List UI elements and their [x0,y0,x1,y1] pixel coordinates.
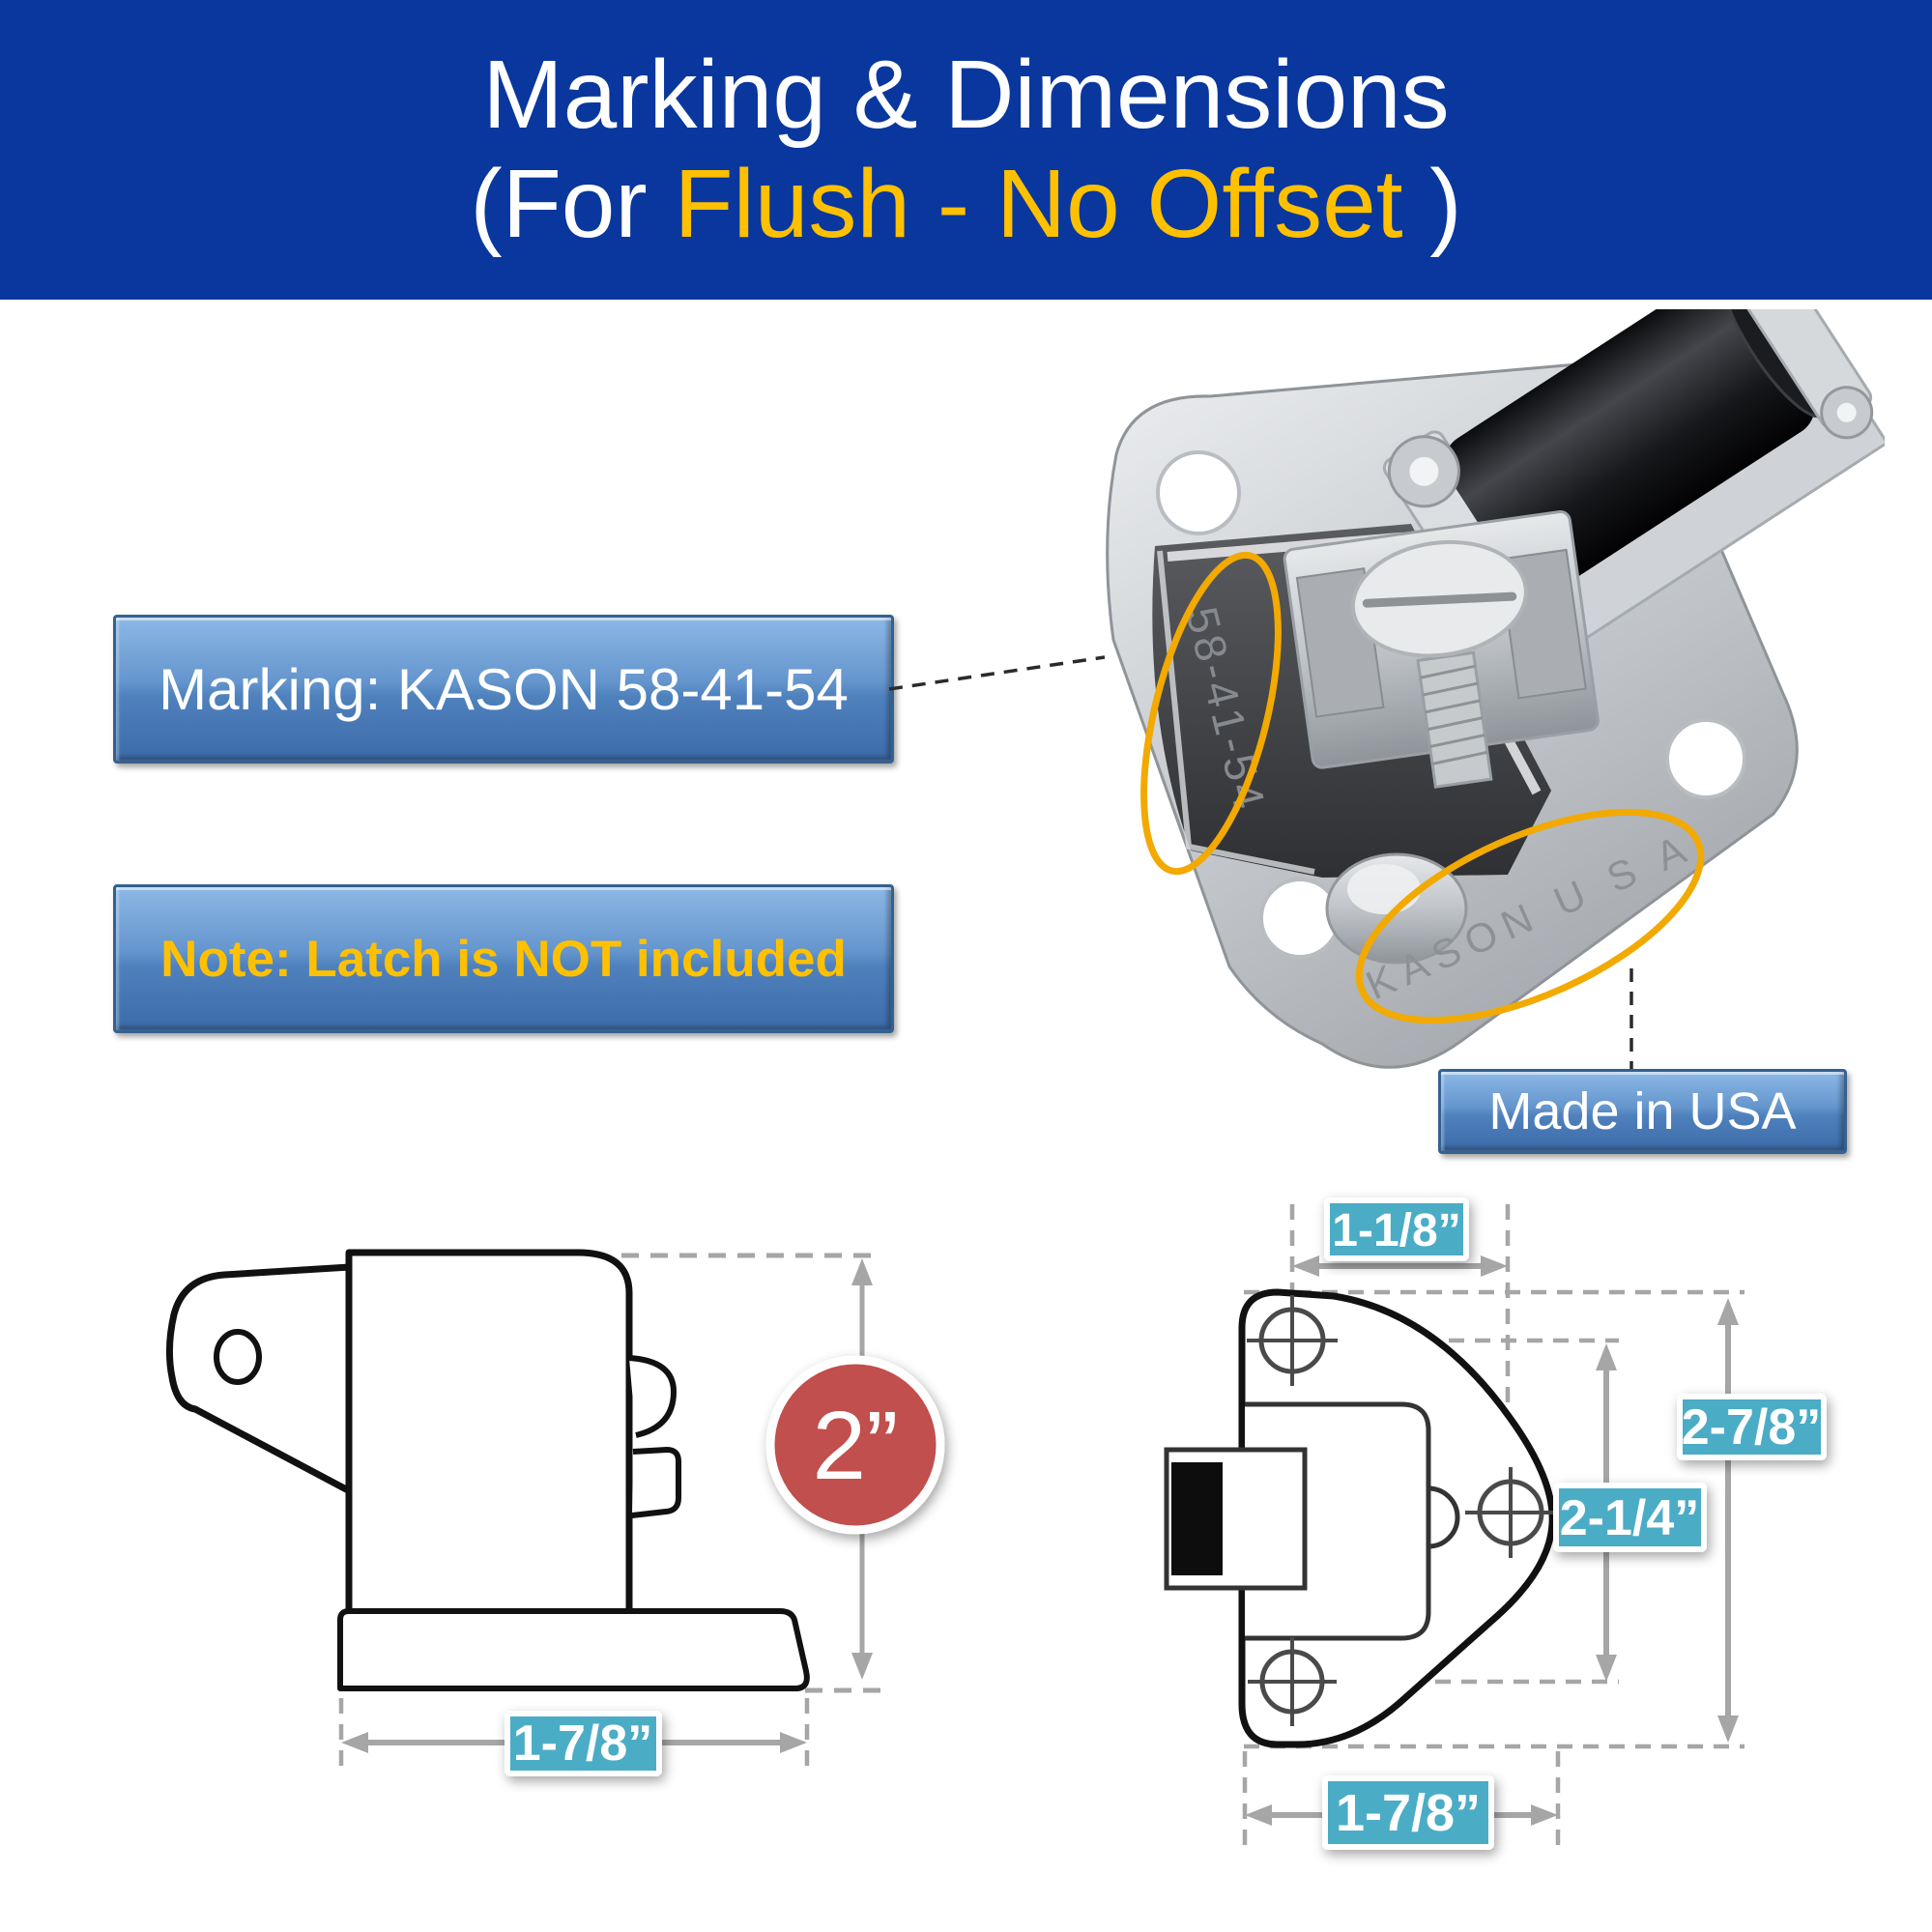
front-latch-black-block [1171,1462,1223,1575]
subtitle-highlight: Flush - No Offset [674,150,1403,258]
side-height-dimension-label: 2” [813,1392,899,1500]
leader-line-marking [888,655,1106,691]
subtitle-prefix: (For [470,150,675,258]
marking-callout-label: Marking: KASON 58-41-54 [159,656,849,722]
header-banner: Marking & Dimensions (For Flush - No Off… [0,0,1932,300]
front-overall-height-label: 2-7/8” [1682,1399,1822,1456]
front-hole-spacing-label: 2-1/4” [1560,1490,1700,1546]
front-width-dimension: 1-7/8” [1245,1775,1558,1850]
side-catch-upper [628,1355,678,1438]
front-view-drawing: 1-1/8” 2-7/8” 2-1/4” [1164,1197,1827,1850]
side-catch-lower [631,1446,681,1518]
front-screw-holes [1247,1295,1556,1726]
front-hole-spacing-dimension: 2-1/4” [1553,1343,1707,1682]
red-dimension-circle [765,1355,945,1535]
side-view-drawing: 2” 1-7/8” [165,1249,945,1776]
side-width-dimension: 1-7/8” [338,1698,810,1776]
side-body [345,1249,633,1609]
product-photo: 58-41-54 KASON U S A [888,309,1885,1069]
photo-screw-assembly [1283,510,1600,789]
front-top-dimension-label: 1-1/8” [1332,1205,1460,1256]
note-callout-box: Note: Latch is NOT included [113,884,894,1033]
note-callout-label: Note: Latch is NOT included [160,930,847,988]
made-in-usa-callout-box: Made in USA [1438,1069,1847,1154]
made-in-usa-label: Made in USA [1488,1082,1797,1140]
marking-callout-box: Marking: KASON 58-41-54 [113,615,894,764]
front-top-dimension: 1-1/8” [1292,1197,1508,1277]
highlight-ellipse-part-number [1140,551,1282,876]
page-subtitle: (For Flush - No Offset ) [470,154,1461,255]
front-width-dimension-label: 1-7/8” [1336,1784,1481,1842]
side-mounting-tab [165,1263,352,1495]
side-tab-hole [214,1329,262,1385]
highlight-ellipse-origin [1355,808,1705,1024]
side-width-dimension-label: 1-7/8” [513,1716,653,1772]
front-view-outline [1164,1288,1556,1748]
side-view-outline [165,1249,810,1691]
subtitle-suffix: ) [1402,150,1462,258]
page-title: Marking & Dimensions [482,41,1450,149]
side-base-plate [337,1608,810,1691]
front-overall-height-dimension: 2-7/8” [1677,1298,1827,1743]
